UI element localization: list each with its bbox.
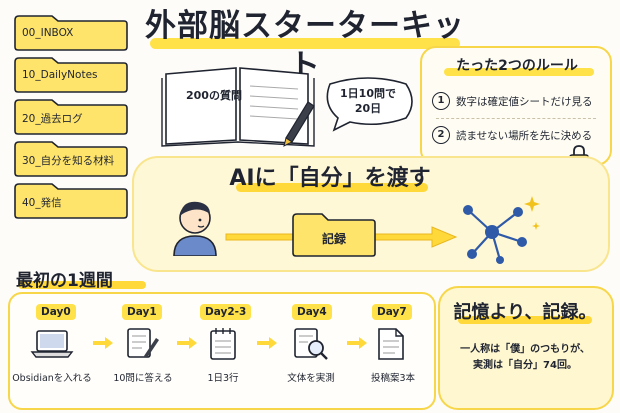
headline-highlight bbox=[236, 183, 428, 192]
step-label: 1日3行 bbox=[207, 373, 239, 384]
folder-icon bbox=[14, 57, 128, 93]
step-label: 文体を実測 bbox=[287, 373, 335, 384]
arrow-right-icon bbox=[347, 337, 367, 349]
pen-icon bbox=[283, 101, 315, 147]
week-title-highlight bbox=[18, 281, 146, 289]
record-folder-icon bbox=[292, 213, 376, 257]
step-label: 投稿案3本 bbox=[370, 373, 416, 384]
rule-text: 読ませない場所を先に決める bbox=[456, 130, 593, 142]
folder-label: 00_INBOX bbox=[22, 27, 74, 39]
day-tag: Day7 bbox=[372, 304, 412, 320]
folder-icon bbox=[14, 183, 128, 219]
day-tag: Day0 bbox=[36, 304, 76, 320]
document-icon bbox=[378, 328, 404, 360]
bubble-text: 1日10問で 20日 bbox=[323, 86, 413, 116]
step-label: Obsidianを入れる bbox=[12, 373, 92, 384]
book-label: 200の質問 bbox=[186, 89, 242, 102]
day-tag: Day4 bbox=[292, 304, 332, 320]
bubble-line2: 20日 bbox=[354, 102, 382, 115]
folder-label: 30_自分を知る材料 bbox=[22, 155, 115, 167]
motto-highlight bbox=[458, 316, 592, 324]
folder-self-material[interactable]: 30_自分を知る材料 bbox=[12, 138, 130, 178]
person-icon bbox=[173, 201, 217, 256]
arrow-right-icon bbox=[257, 337, 277, 349]
page-title: 外部脳スターターキット bbox=[145, 8, 465, 84]
day-tag: Day2-3 bbox=[200, 304, 252, 320]
folder-icon bbox=[14, 141, 128, 177]
rules-divider bbox=[436, 118, 596, 119]
arrow-right-icon bbox=[177, 337, 197, 349]
notepad-icon bbox=[210, 328, 236, 360]
rule-number: 2 bbox=[432, 126, 450, 144]
bubble-line1: 1日10問で bbox=[340, 87, 396, 100]
folder-label: 20_過去ログ bbox=[22, 113, 83, 125]
rules-title-highlight bbox=[444, 68, 594, 76]
rule-text: 数字は確定値シートだけ見る bbox=[456, 96, 593, 108]
folder-past-logs[interactable]: 20_過去ログ bbox=[12, 96, 130, 136]
folder-label: 40_発信 bbox=[22, 197, 62, 209]
step-label: 10問に答える bbox=[113, 373, 173, 384]
motto-panel bbox=[438, 286, 614, 410]
folder-icon bbox=[14, 99, 128, 135]
week-title: 最初の1週間 bbox=[16, 271, 113, 291]
record-label: 記録 bbox=[321, 232, 346, 246]
laptop-icon bbox=[30, 330, 74, 358]
rules-title: たった2つのルール bbox=[456, 58, 578, 74]
rule-number: 1 bbox=[432, 92, 450, 110]
folder-publish[interactable]: 40_発信 bbox=[12, 180, 130, 220]
folder-icon bbox=[14, 15, 128, 51]
folder-label: 10_DailyNotes bbox=[22, 69, 98, 81]
magnifier-doc-icon bbox=[294, 328, 328, 360]
ai-headline: AIに「自分」を渡す bbox=[229, 166, 431, 191]
motto-body: 一人称は「僕」のつもりが、 実測は「自分」74回。 bbox=[446, 342, 604, 374]
folder-dailynotes[interactable]: 10_DailyNotes bbox=[12, 54, 130, 94]
pencil-note-icon bbox=[127, 328, 159, 358]
arrow-right-icon bbox=[93, 337, 113, 349]
network-icon bbox=[463, 196, 540, 264]
motto-title: 記憶より、記録。 bbox=[453, 302, 597, 323]
day-tag: Day1 bbox=[122, 304, 162, 320]
motto-line2: 実測は「自分」74回。 bbox=[473, 360, 577, 371]
sparkle-icon bbox=[524, 196, 540, 230]
motto-line1: 一人称は「僕」のつもりが、 bbox=[460, 344, 590, 355]
speech-bubble bbox=[326, 77, 413, 132]
folder-inbox[interactable]: 00_INBOX bbox=[12, 12, 130, 52]
open-book-icon bbox=[161, 67, 315, 147]
